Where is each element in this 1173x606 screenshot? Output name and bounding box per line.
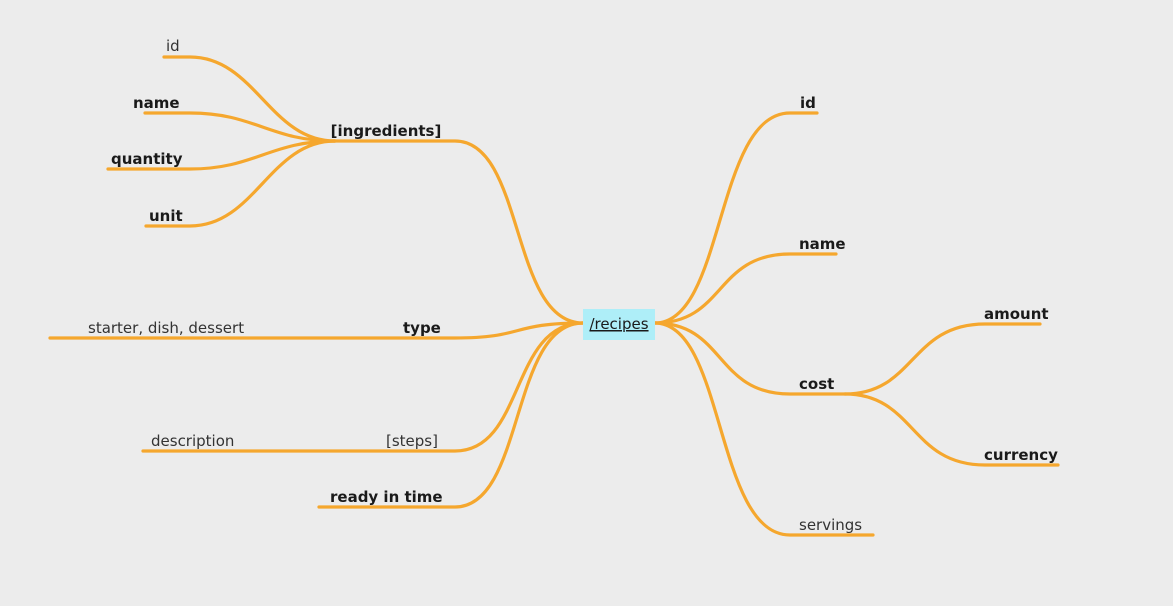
node-steps: [steps] bbox=[386, 432, 438, 450]
edge-root-id bbox=[653, 111, 819, 325]
node-ingredients: [ingredients] bbox=[331, 122, 442, 140]
edge-root-cost bbox=[653, 321, 847, 396]
node-ingredient-id: id bbox=[166, 37, 180, 55]
edge-root-steps bbox=[141, 321, 585, 453]
edge-root-type bbox=[48, 321, 585, 340]
edge-ingredients-name bbox=[143, 111, 337, 143]
node-servings: servings bbox=[799, 516, 862, 534]
edge-root-name bbox=[653, 252, 838, 325]
edge-root-servings bbox=[653, 321, 875, 537]
left-branch: [ingredients] id name quantity unit type… bbox=[88, 37, 443, 506]
node-cost-currency: currency bbox=[984, 446, 1058, 464]
node-cost-amount: amount bbox=[984, 305, 1049, 323]
edge-ingredients-unit bbox=[144, 139, 337, 228]
edge-ingredients-quantity bbox=[106, 139, 337, 171]
root-label[interactable]: /recipes bbox=[589, 315, 648, 333]
node-type-values: starter, dish, dessert bbox=[88, 319, 244, 337]
edge-root-ingredients bbox=[333, 139, 585, 325]
node-cost: cost bbox=[799, 375, 834, 393]
node-step-description: description bbox=[151, 432, 234, 450]
edge-root-ready-in-time bbox=[317, 321, 585, 509]
edge-cost-currency bbox=[843, 392, 1060, 467]
node-ready-in-time: ready in time bbox=[330, 488, 443, 506]
root-node[interactable]: /recipes bbox=[583, 309, 655, 340]
edges bbox=[48, 55, 1060, 537]
node-ingredient-quantity: quantity bbox=[111, 150, 183, 168]
root-highlight bbox=[583, 309, 655, 340]
node-ingredient-name: name bbox=[133, 94, 180, 112]
node-name: name bbox=[799, 235, 846, 253]
node-ingredient-unit: unit bbox=[149, 207, 183, 225]
node-id: id bbox=[800, 94, 816, 112]
right-branch: id name cost amount currency servings bbox=[799, 94, 1058, 534]
edge-cost-amount bbox=[843, 322, 1042, 396]
node-type: type bbox=[403, 319, 441, 337]
edge-ingredients-id bbox=[162, 55, 337, 143]
